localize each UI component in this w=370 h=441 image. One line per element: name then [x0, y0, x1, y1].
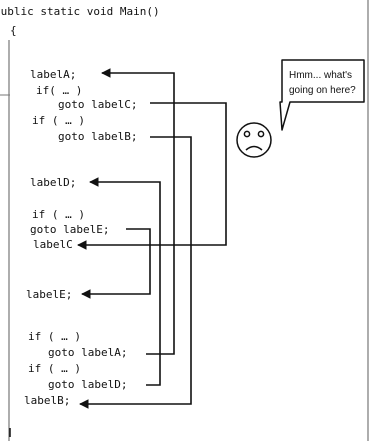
code-if-2: if ( … ) [32, 114, 85, 127]
code-if-4: if ( … ) [28, 330, 81, 343]
face-frown [246, 147, 262, 151]
face-outline [237, 123, 271, 157]
code-label-c: labelC [33, 238, 73, 251]
code-goto-label-c: goto labelC; [58, 98, 137, 111]
code-goto-label-d: goto labelD; [48, 378, 127, 391]
code-label-e: labelE; [26, 288, 72, 301]
method-signature: public static void Main() [0, 5, 160, 18]
face-eye-left [244, 131, 249, 136]
face-eye-right [258, 131, 263, 136]
arrow-goto-a-to-label-a [102, 73, 174, 354]
bubble-line-1: Hmm... what's [289, 70, 352, 81]
code-if-5: if ( … ) [28, 362, 81, 375]
code-if-1: if( … ) [36, 84, 82, 97]
bubble-line-2: going on here? [289, 85, 356, 96]
code-goto-label-a: goto labelA; [48, 346, 127, 359]
code-if-3: if ( … ) [32, 208, 85, 221]
sad-face-icon [237, 123, 271, 157]
code-label-a: labelA; [30, 68, 76, 81]
code-goto-label-e: goto labelE; [30, 223, 109, 236]
open-brace: { [10, 24, 17, 37]
arrow-goto-e-to-label-e [82, 229, 150, 294]
code-label-d: labelD; [30, 176, 76, 189]
code-label-b: labelB; [24, 394, 70, 407]
code-goto-label-b: goto labelB; [58, 130, 137, 143]
